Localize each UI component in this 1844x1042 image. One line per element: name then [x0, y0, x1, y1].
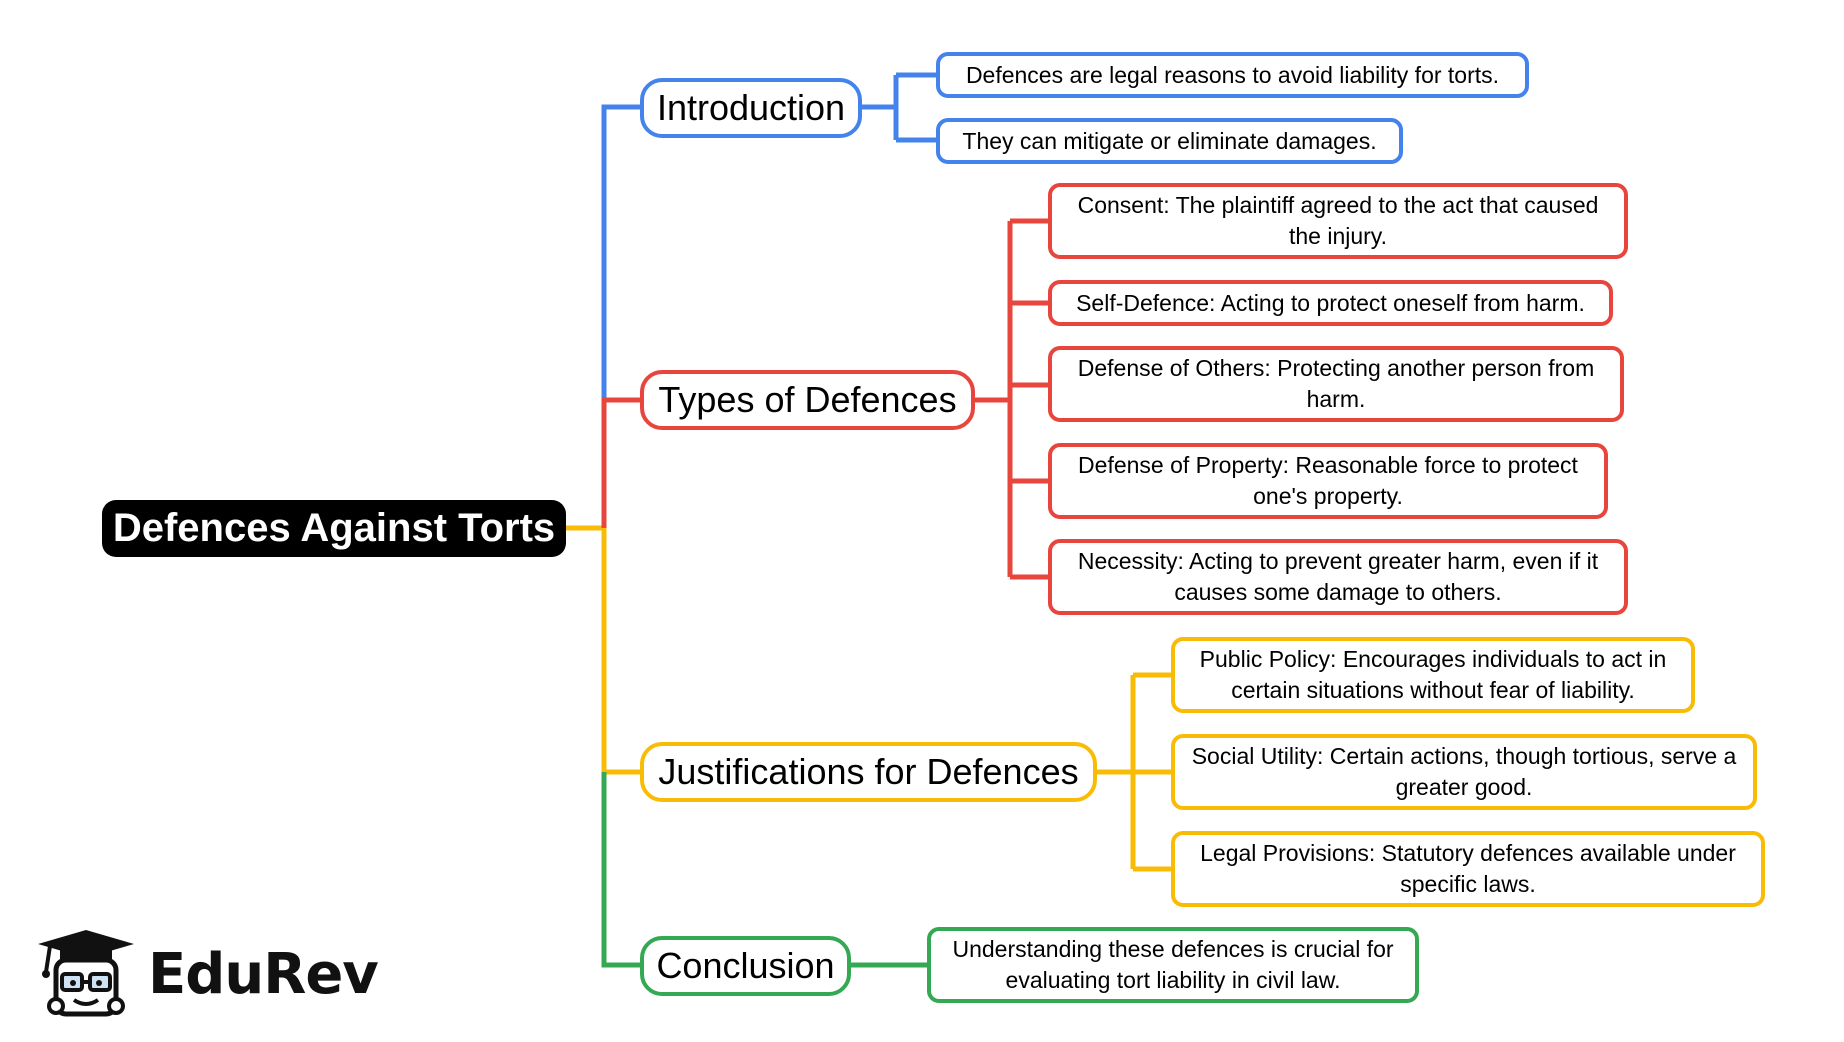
branch-types-of-defences: Types of Defences [640, 370, 975, 430]
leaf-justifications-public-policy: Public Policy: Encourages individuals to… [1171, 637, 1695, 713]
leaf-types-self-defence: Self-Defence: Acting to protect oneself … [1048, 280, 1613, 326]
connector-types [975, 218, 1048, 580]
leaf-types-defense-of-property: Defense of Property: Reasonable force to… [1048, 443, 1608, 519]
graduate-mascot-icon [38, 930, 134, 1017]
connector-trunk-yellow [601, 528, 640, 775]
leaf-types-consent: Consent: The plaintiff agreed to the act… [1048, 183, 1628, 259]
logo-text: EduRev [148, 941, 379, 1007]
branch-justifications: Justifications for Defences [640, 742, 1097, 802]
leaf-introduction-1: Defences are legal reasons to avoid liab… [936, 52, 1529, 98]
leaf-justifications-social-utility: Social Utility: Certain actions, though … [1171, 734, 1757, 810]
connector-trunk-blue [601, 104, 640, 400]
connector-trunk-red [601, 397, 640, 528]
root-node: Defences Against Torts [102, 500, 566, 557]
leaf-conclusion: Understanding these defences is crucial … [927, 927, 1419, 1003]
leaf-justifications-legal-provisions: Legal Provisions: Statutory defences ava… [1171, 831, 1765, 907]
branch-introduction: Introduction [640, 78, 862, 138]
leaf-types-necessity: Necessity: Acting to prevent greater har… [1048, 539, 1628, 615]
edurev-logo: EduRev [36, 930, 379, 1018]
connector-justifications [1097, 672, 1171, 872]
leaf-introduction-2: They can mitigate or eliminate damages. [936, 118, 1403, 164]
connector-introduction [862, 72, 936, 143]
leaf-types-defense-of-others: Defense of Others: Protecting another pe… [1048, 346, 1624, 422]
connector-trunk-green [601, 772, 640, 968]
branch-conclusion: Conclusion [640, 936, 851, 996]
